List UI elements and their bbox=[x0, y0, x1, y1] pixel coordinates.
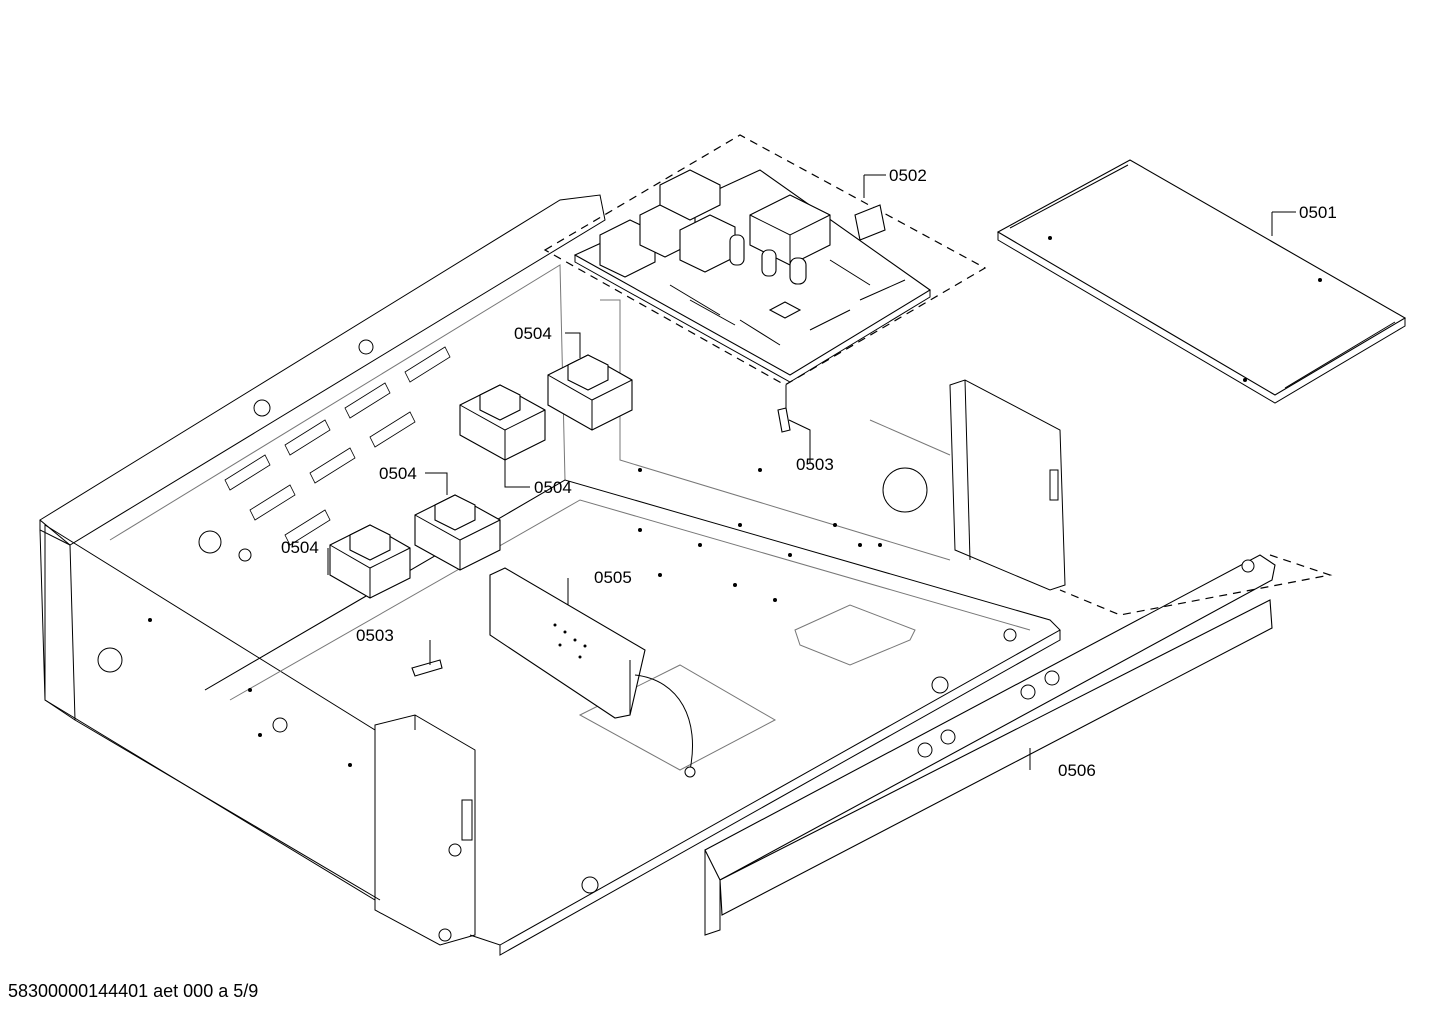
callout-0504-top: 0504 bbox=[514, 324, 552, 343]
drawing-number: 58300000144401 aet 000 a 5/9 bbox=[8, 981, 259, 1001]
pcb-assembly-0502 bbox=[543, 134, 987, 433]
cover-plate-0501 bbox=[996, 159, 1407, 404]
callout-0504-left: 0504 bbox=[281, 538, 319, 557]
pcb-0505 bbox=[411, 567, 696, 778]
callout-0505: 0505 bbox=[594, 568, 632, 587]
callout-0502: 0502 bbox=[889, 166, 927, 185]
callout-labels: 0502 0501 0503 0503 0504 0504 0504 0504 … bbox=[281, 166, 1337, 780]
rail-0506 bbox=[704, 554, 1333, 936]
leader-lines bbox=[327, 174, 1296, 770]
callout-0503-upper: 0503 bbox=[796, 455, 834, 474]
callout-0503-lower: 0503 bbox=[356, 626, 394, 645]
callout-0504-right: 0504 bbox=[534, 478, 572, 497]
cable-clamps-0504 bbox=[329, 354, 633, 599]
callout-0506: 0506 bbox=[1058, 761, 1096, 780]
callout-0501: 0501 bbox=[1299, 203, 1337, 222]
callout-0504-middle: 0504 bbox=[379, 464, 417, 483]
chassis-frame bbox=[39, 194, 1066, 956]
